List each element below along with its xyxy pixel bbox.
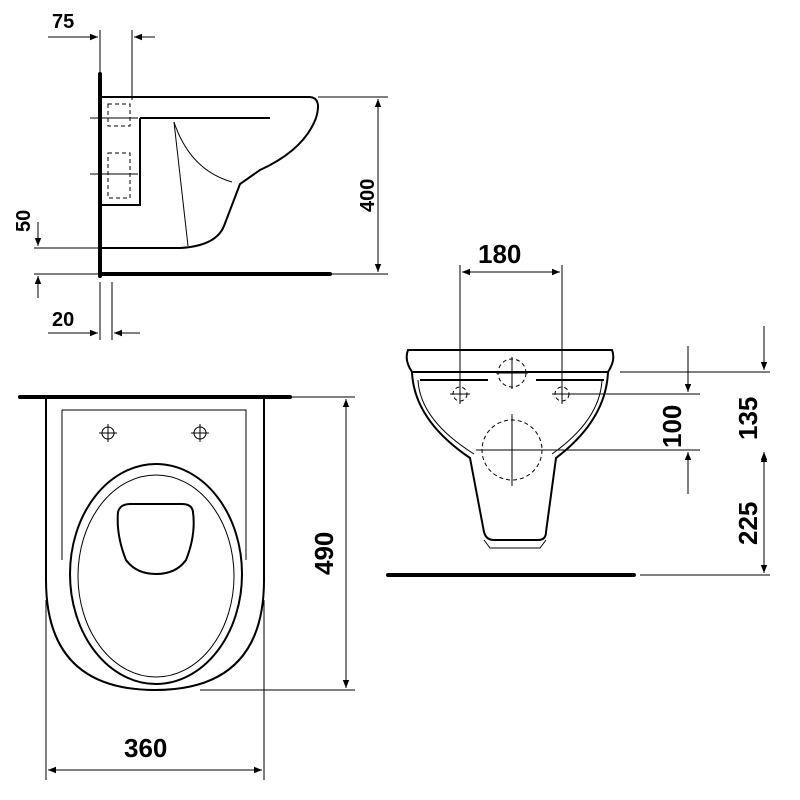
dim-wall-gap: 20: [52, 309, 74, 331]
seat-ring-outer: [69, 463, 243, 685]
dim-wall-offset: 75: [52, 11, 74, 33]
dim-height: 400: [357, 179, 379, 212]
dim-width: 360: [124, 733, 167, 763]
dim-bottom-offset: 50: [13, 210, 35, 232]
inner-outline-right: [62, 409, 247, 560]
foot-base: [483, 539, 547, 549]
outlet-opening: [116, 503, 195, 576]
rim-top: [405, 349, 615, 373]
carrier-lower: [107, 152, 131, 199]
inner-right-curve: [551, 379, 603, 455]
side-view: 75 400 50 20: [13, 11, 388, 340]
dim-top-to-bolts: 135: [733, 397, 763, 440]
bolt-hole-left: [99, 424, 117, 442]
seat-ring-inner: [77, 474, 235, 678]
inner-left-curve: [417, 379, 475, 455]
inner-bowl-curve: [173, 121, 233, 183]
bowl-outer-outline: [45, 399, 265, 692]
inner-trap-line: [173, 121, 189, 247]
carrier-upper: [107, 103, 131, 127]
bowl-side-outline: [102, 96, 319, 249]
top-view: 490 360: [18, 395, 355, 780]
mount-block: [102, 118, 141, 206]
dim-bolt-spacing: 180: [478, 239, 521, 269]
dim-bolt-to-outlet: 100: [657, 405, 687, 448]
dim-bolts-to-floor: 225: [733, 502, 763, 545]
dim-length: 490: [309, 532, 339, 575]
bowl-front-outline: [411, 371, 609, 541]
bolt-hole-right: [191, 424, 209, 442]
front-view: 180 100 135 225: [386, 239, 770, 577]
